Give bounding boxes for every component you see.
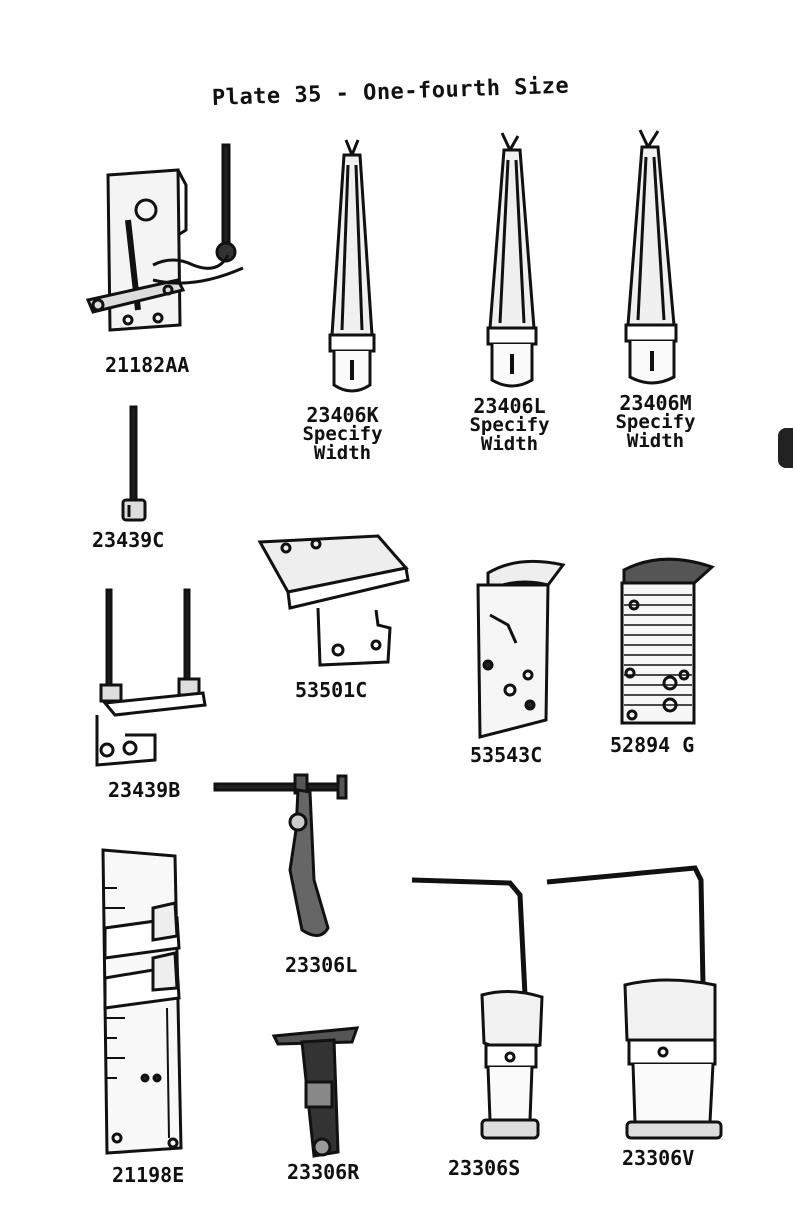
part-23306R-label: 23306R [287,1162,359,1182]
part-23406L-note2: Width [452,435,567,454]
part-21182AA-illustration [68,140,268,355]
part-23439C-label: 23439C [92,530,164,550]
part-23406L-illustration [482,128,542,390]
part-23306R-illustration [272,1022,362,1162]
part-53543C-illustration [468,555,568,745]
part-23406K-note2: Width [285,444,400,463]
plate-title: Plate 35 - One-fourth Size [212,74,570,111]
part-23406L-label: 23406L Specify Width [452,396,567,454]
part-23406M-note2: Width [598,432,713,451]
page-edge-tab [778,428,793,468]
part-52894G-label: 52894 G [610,735,694,755]
part-23406M-illustration [620,125,680,387]
part-23306V-illustration [545,860,735,1145]
part-23306S-illustration [410,875,560,1160]
part-21198E-label: 21198E [112,1165,184,1185]
part-23306L-label: 23306L [285,955,357,975]
part-23406K-illustration [322,135,382,395]
part-23439C-illustration [115,405,155,525]
part-21182AA-label: 21182AA [105,355,189,375]
part-53501C-label: 53501C [295,680,367,700]
part-23406M-label: 23406M Specify Width [598,393,713,451]
part-23439B-illustration [85,585,220,780]
part-53501C-illustration [258,530,418,675]
part-21198E-illustration [95,848,195,1163]
part-23306S-label: 23306S [448,1158,520,1178]
part-53543C-label: 53543C [470,745,542,765]
part-23306V-label: 23306V [622,1148,694,1168]
part-23306L-illustration [210,770,350,945]
part-52894G-illustration [612,555,722,730]
part-23406K-label: 23406K Specify Width [285,405,400,463]
part-23439B-label: 23439B [108,780,180,800]
